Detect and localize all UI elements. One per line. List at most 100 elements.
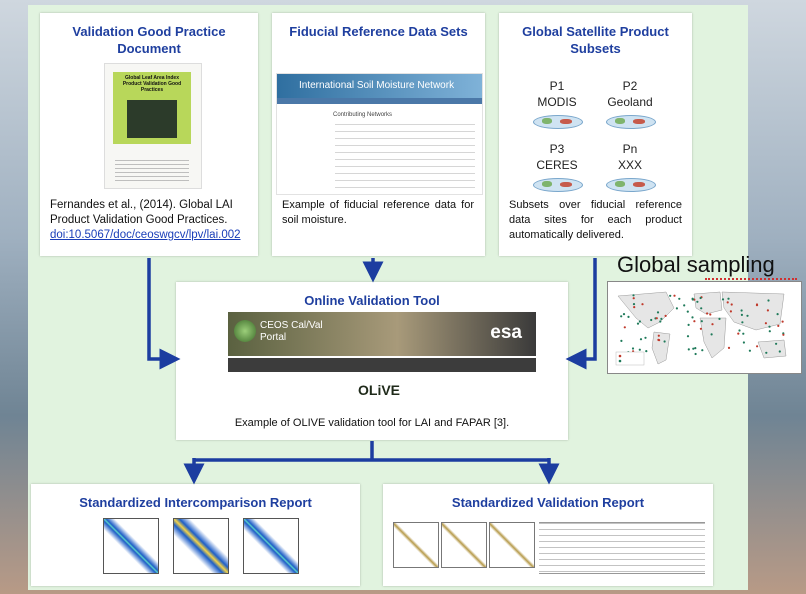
sampling-point [673,294,676,297]
sampling-point [727,346,731,349]
sampling-point [660,317,663,320]
map-north-america [617,291,675,329]
scatter-plot-3 [243,518,299,574]
sampling-point [706,312,709,315]
calval-logo-line2: Portal [260,332,287,343]
sampling-point [620,339,623,342]
sampling-point [687,323,690,326]
sampling-point [675,307,678,310]
ismn-heading: Contributing Networks [333,112,393,118]
product-pn-map-icon [606,178,656,192]
sampling-point [691,316,694,319]
product-p2-name: Geoland [607,95,653,109]
sampling-point [657,334,660,337]
sampling-point [694,352,697,356]
sampling-point [622,313,626,316]
sampling-point [701,349,704,352]
product-p3-map-icon [533,178,583,192]
sampling-point [778,350,781,353]
intercomparison-card: Standardized Intercomparison Report [31,484,360,586]
intercomparison-title: Standardized Intercomparison Report [79,495,312,510]
product-pn-id: Pn [622,142,638,156]
sampling-point [627,315,630,318]
doc-text-lines [115,160,189,182]
product-p1-id: P1 [549,79,565,93]
olive-caption: Example of OLIVE validation tool for LAI… [234,417,510,429]
sampling-point [655,317,658,320]
olive-title: Online Validation Tool [304,293,440,308]
sampling-point [620,315,623,318]
sampling-point [775,342,778,345]
sampling-point [740,313,743,316]
sampling-point [768,325,771,328]
olive-thumbnail: CEOS Cal/Val Portal esa OLiVE [228,312,536,412]
ismn-banner: International Soil Moisture Network [277,74,482,98]
product-p1-name: MODIS [537,95,577,109]
sampling-point [645,350,648,353]
satellite-title: Global Satellite Product Subsets [522,24,669,56]
sampling-point [656,311,660,314]
validation-doc-doi-link[interactable]: doi:10.5067/doc/ceoswgcv/lpv/lai.002 [50,229,241,241]
sampling-point [766,309,769,312]
scatter-plot-2 [173,518,229,574]
validation-report-card: Standardized Validation Report [383,484,713,586]
sampling-point [742,341,745,344]
sampling-point [632,303,636,306]
doc-cover-title: Global Leaf Area Index Product Validatio… [122,75,182,93]
sampling-point [686,335,690,338]
sampling-point [692,347,695,350]
sampling-point [696,300,699,303]
sampling-point [755,304,759,307]
sampling-point [664,314,667,317]
portal-menu-bar [228,358,536,372]
sampling-point [776,313,779,316]
validation-doc-card: Validation Good Practice Document Global… [40,13,258,256]
validation-report-title: Standardized Validation Report [451,495,645,510]
sampling-point [639,338,643,341]
map-africa [699,317,727,359]
validation-doc-citation: Fernandes et al., (2014). Global LAI Pro… [50,199,233,226]
doc-cover: Global Leaf Area Index Product Validatio… [113,72,191,144]
satellite-caption: Subsets over fiducial reference data sit… [509,199,682,241]
calval-logo-icon [234,320,256,342]
sampling-point [768,330,771,333]
sampling-point [693,320,696,323]
product-pn: Pn XXX [595,141,665,173]
sampling-point [669,294,672,297]
global-sampling-map [607,281,802,374]
sampling-point [748,349,751,352]
olive-logo-text: OLiVE [358,382,401,398]
map-australia [757,339,787,359]
validation-doc-title: Validation Good Practice Document [72,24,226,56]
sampling-point [700,307,703,310]
sampling-point [781,320,784,323]
fiducial-title: Fiducial Reference Data Sets [289,24,468,39]
product-p3-id: P3 [549,142,565,156]
sampling-point [746,314,749,317]
sampling-point [738,329,741,332]
sampling-point [686,310,689,313]
product-p1: P1 MODIS [522,78,592,110]
sampling-point [718,317,721,320]
validation-plot-1 [393,522,439,568]
sampling-points [620,294,785,356]
sampling-point [767,299,770,302]
sampling-point [694,347,697,350]
sampling-point [632,297,635,300]
sampling-point [765,351,768,354]
olive-logo: OLiVE [358,382,400,398]
map-legend-box [615,351,645,366]
sampling-point [710,333,713,336]
validation-doc-thumbnail: Global Leaf Area Index Product Validatio… [104,63,202,189]
esa-logo: esa [490,322,522,343]
sampling-point [633,306,636,309]
sampling-point [699,327,702,330]
sampling-point [641,303,644,306]
map-legend-marker-2 [618,359,622,363]
global-sampling-spellcheck-underline [705,276,797,280]
product-pn-name: XXX [617,158,642,172]
sampling-point [659,320,662,323]
sampling-point [709,313,712,316]
product-p2: P2 Geoland [595,78,665,110]
map-legend-marker-1 [618,354,622,358]
